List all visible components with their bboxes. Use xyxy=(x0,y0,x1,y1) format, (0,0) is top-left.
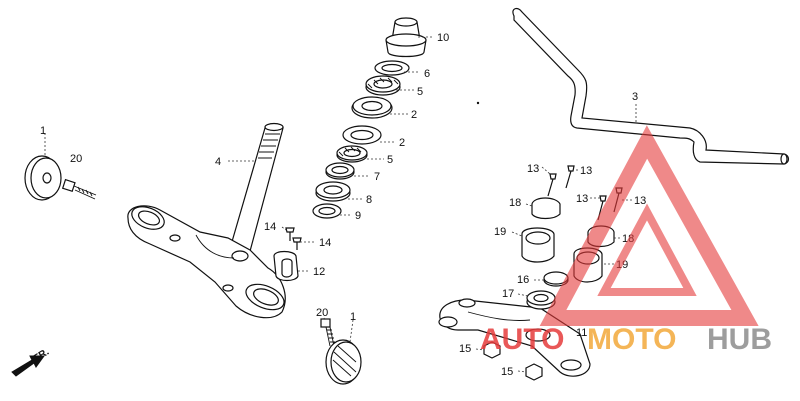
lock-washer-6 xyxy=(374,60,410,76)
label-part-4: 4 xyxy=(215,156,221,168)
label-part-10: 10 xyxy=(437,32,449,44)
label-part-19-a: 19 xyxy=(494,226,506,238)
bearing-8 xyxy=(315,181,351,202)
label-part-13-c: 13 xyxy=(576,193,588,205)
label-part-15-a: 15 xyxy=(459,343,471,355)
nut-15-b xyxy=(525,363,543,381)
nut-10 xyxy=(385,17,427,58)
label-part-13-a: 13 xyxy=(527,163,539,175)
label-part-7: 7 xyxy=(374,171,380,183)
bolt-20-left xyxy=(61,178,97,200)
label-part-3: 3 xyxy=(632,91,638,103)
bolt-20-right xyxy=(320,318,335,347)
race-2-upper xyxy=(351,96,393,119)
washer-1-right xyxy=(325,339,362,385)
holder-cap-18-left xyxy=(531,197,561,220)
label-part-6: 6 xyxy=(424,68,430,80)
holder-19-left xyxy=(521,227,555,263)
nut-5-upper xyxy=(365,75,401,96)
label-part-13-b: 13 xyxy=(580,165,592,177)
label-part-17: 17 xyxy=(502,288,514,300)
label-part-2-upper: 2 xyxy=(411,109,417,121)
label-part-18-a: 18 xyxy=(509,197,521,209)
label-part-13-d: 13 xyxy=(634,195,646,207)
label-part-14-b: 14 xyxy=(319,237,331,249)
label-part-14-a: 14 xyxy=(264,221,276,233)
direction-arrow: FR. xyxy=(11,347,51,377)
nut-15-a xyxy=(483,341,501,359)
screw-14-a xyxy=(285,227,295,241)
label-part-5-upper: 5 xyxy=(417,86,423,98)
label-part-12: 12 xyxy=(313,266,325,278)
label-part-16: 16 xyxy=(517,274,529,286)
bearing-5-lower xyxy=(336,145,368,163)
watermark-logo: AUTO MOTO HUB xyxy=(480,125,772,356)
label-part-9: 9 xyxy=(355,210,361,222)
label-part-1-right: 1 xyxy=(350,311,356,323)
handlebar-3 xyxy=(512,7,790,165)
label-part-2-lower: 2 xyxy=(399,137,405,149)
watermark-moto: MOTO xyxy=(587,323,676,356)
label-part-15-b: 15 xyxy=(501,366,513,378)
dust-seal-7 xyxy=(325,162,355,180)
watermark-hub: HUB xyxy=(707,323,772,356)
label-part-20-right: 20 xyxy=(316,307,328,319)
watermark-auto: AUTO xyxy=(480,323,564,356)
label-part-8: 8 xyxy=(366,194,372,206)
lower-triple-clamp xyxy=(127,205,286,319)
washer-9 xyxy=(312,203,342,219)
leader-lines xyxy=(44,36,637,373)
callout-labels: 1 20 4 10 6 5 2 2 5 7 8 9 14 14 12 20 1 … xyxy=(40,32,646,378)
label-part-1-left: 1 xyxy=(40,125,46,137)
label-part-20-left: 20 xyxy=(70,153,82,165)
dot-mark xyxy=(476,101,480,105)
label-part-11: 11 xyxy=(576,327,587,339)
label-part-5-lower: 5 xyxy=(387,154,393,166)
screw-14-b xyxy=(292,237,302,250)
cable-guide-12 xyxy=(273,250,299,282)
washer-1-left xyxy=(24,155,62,201)
race-2-lower xyxy=(342,125,382,145)
steering-stem-4 xyxy=(228,122,284,256)
